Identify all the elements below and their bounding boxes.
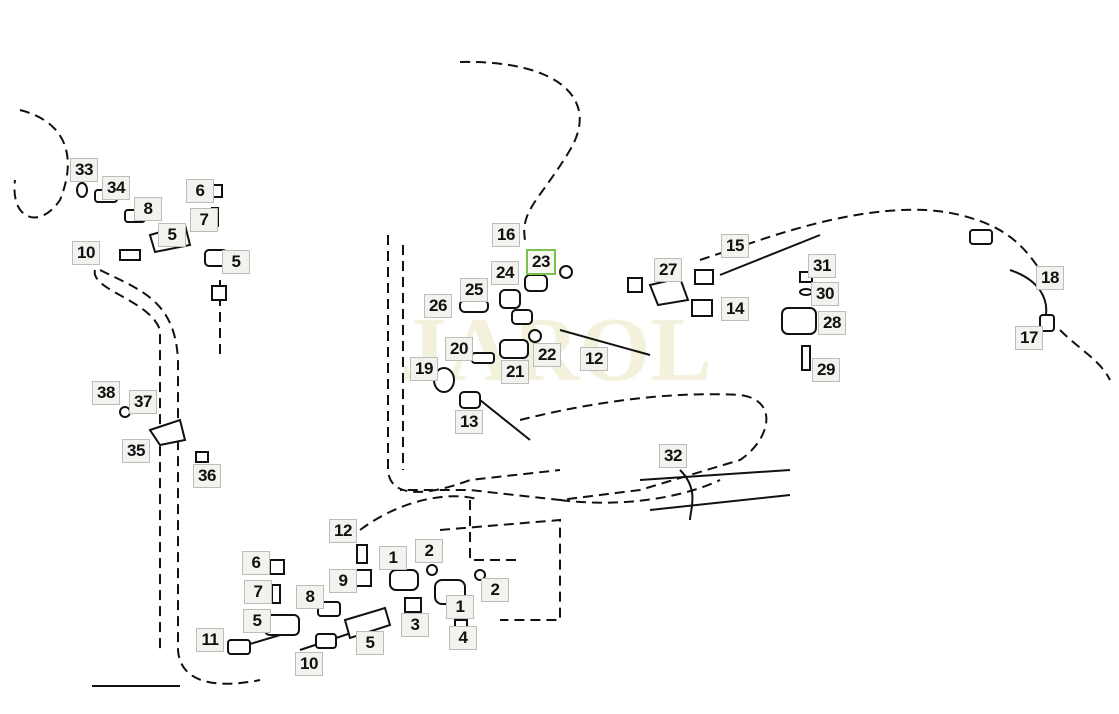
part-callout-12[interactable]: 12: [580, 347, 608, 371]
part-callout-32[interactable]: 32: [659, 444, 687, 468]
part-callout-15[interactable]: 15: [721, 234, 749, 258]
part-callout-3[interactable]: 3: [401, 613, 429, 637]
part-callout-19[interactable]: 19: [410, 357, 438, 381]
part-callout-16[interactable]: 16: [492, 223, 520, 247]
part-callout-28[interactable]: 28: [818, 311, 846, 335]
part-callout-31[interactable]: 31: [808, 254, 836, 278]
part-callout-6[interactable]: 6: [242, 551, 270, 575]
part-callout-8[interactable]: 8: [134, 197, 162, 221]
part-callout-21[interactable]: 21: [501, 360, 529, 384]
part-callout-5[interactable]: 5: [158, 223, 186, 247]
part-callout-9[interactable]: 9: [329, 569, 357, 593]
part-callout-10[interactable]: 10: [295, 652, 323, 676]
part-callout-2[interactable]: 2: [415, 539, 443, 563]
part-callout-38[interactable]: 38: [92, 381, 120, 405]
part-callout-2[interactable]: 2: [481, 578, 509, 602]
part-callout-12[interactable]: 12: [329, 519, 357, 543]
part-callout-6[interactable]: 6: [186, 179, 214, 203]
part-callout-5[interactable]: 5: [243, 609, 271, 633]
part-callout-24[interactable]: 24: [491, 261, 519, 285]
part-callout-4[interactable]: 4: [449, 626, 477, 650]
part-callout-25[interactable]: 25: [460, 278, 488, 302]
part-callout-5[interactable]: 5: [222, 250, 250, 274]
part-callout-23[interactable]: 23: [526, 249, 556, 275]
part-callout-8[interactable]: 8: [296, 585, 324, 609]
part-callout-13[interactable]: 13: [455, 410, 483, 434]
part-callout-33[interactable]: 33: [70, 158, 98, 182]
part-callout-34[interactable]: 34: [102, 176, 130, 200]
part-callout-7[interactable]: 7: [244, 580, 272, 604]
part-callout-1[interactable]: 1: [446, 595, 474, 619]
part-callout-29[interactable]: 29: [812, 358, 840, 382]
part-callout-5[interactable]: 5: [356, 631, 384, 655]
part-callout-18[interactable]: 18: [1036, 266, 1064, 290]
part-callout-7[interactable]: 7: [190, 208, 218, 232]
part-callout-1[interactable]: 1: [379, 546, 407, 570]
part-callout-37[interactable]: 37: [129, 390, 157, 414]
part-callout-22[interactable]: 22: [533, 343, 561, 367]
part-callout-35[interactable]: 35: [122, 439, 150, 463]
part-callout-20[interactable]: 20: [445, 337, 473, 361]
part-callout-36[interactable]: 36: [193, 464, 221, 488]
part-callout-30[interactable]: 30: [811, 282, 839, 306]
part-callout-11[interactable]: 11: [196, 628, 224, 652]
part-callout-27[interactable]: 27: [654, 258, 682, 282]
part-callout-14[interactable]: 14: [721, 297, 749, 321]
part-callout-17[interactable]: 17: [1015, 326, 1043, 350]
part-callout-10[interactable]: 10: [72, 241, 100, 265]
part-callout-26[interactable]: 26: [424, 294, 452, 318]
